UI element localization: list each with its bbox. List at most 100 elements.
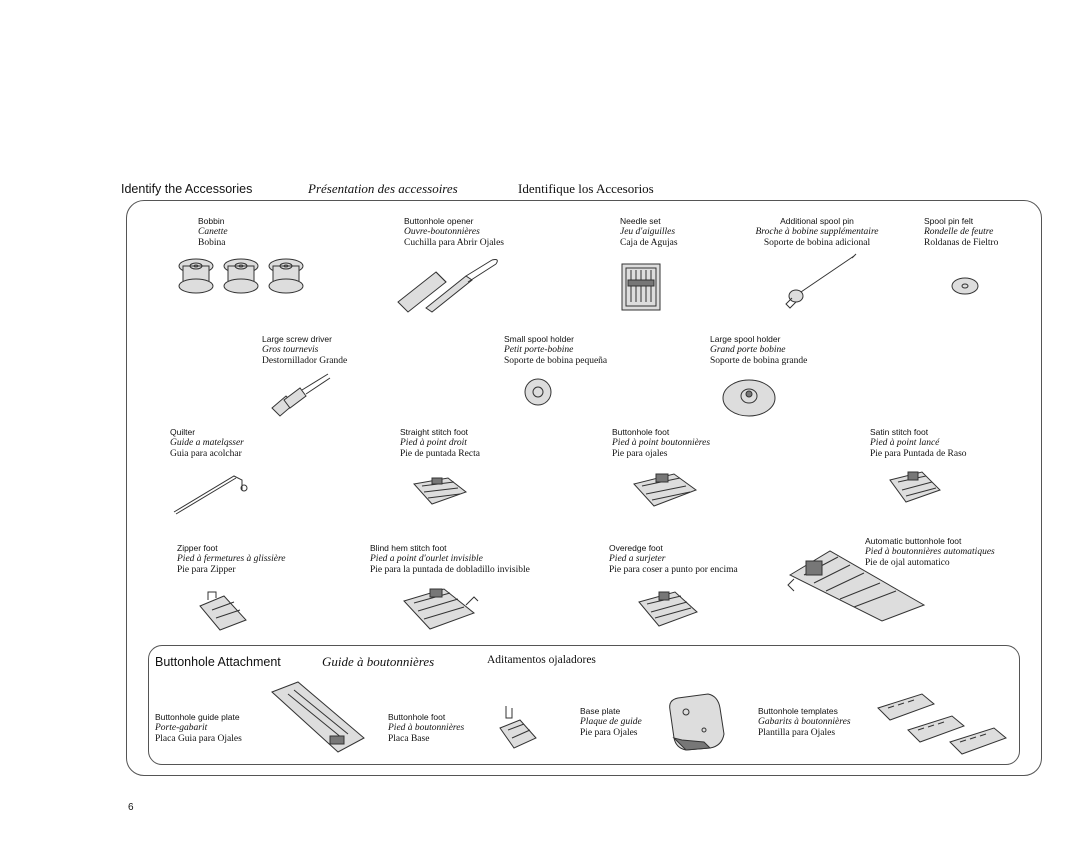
large-spool-holder-label-es: Soporte de bobina grande bbox=[710, 356, 808, 366]
base-plate-illustration bbox=[669, 693, 725, 751]
zipper-foot-illustration bbox=[199, 591, 247, 631]
templates-label-es: Plantilla para Ojales bbox=[758, 728, 836, 738]
bobbin-label-es: Bobina bbox=[198, 238, 226, 248]
buttonhole-attachment-title: Buttonhole Attachment bbox=[155, 655, 281, 669]
straight-stitch-foot-label-en: Straight stitch foot bbox=[400, 427, 469, 437]
buttonhole-attachment-box bbox=[148, 645, 1020, 765]
additional-spool-pin-illustration bbox=[785, 253, 857, 309]
spool-pin-felt-label-en: Spool pin felt bbox=[924, 216, 974, 226]
additional-spool-pin-label-en: Additional spool pin bbox=[780, 216, 854, 226]
spool-pin-felt-label-fr: Rondelle de feutre bbox=[924, 227, 994, 237]
automatic-buttonhole-foot-label-en: Automatic buttonhole foot bbox=[865, 536, 962, 546]
item-spool-pin-felt: Spool pin felt Rondelle de feutre Roldan… bbox=[924, 216, 998, 249]
item-small-spool-holder: Small spool holder Petit porte-bobine So… bbox=[504, 334, 607, 367]
guide-plate-label-es: Placa Guia para Ojales bbox=[155, 734, 242, 744]
overedge-foot-label-en: Overedge foot bbox=[609, 543, 663, 553]
buttonhole-foot-label-en: Buttonhole foot bbox=[612, 427, 670, 437]
item-zipper-foot: Zipper foot Pied à fermetures à glissièr… bbox=[177, 543, 286, 576]
small-spool-holder-label-en: Small spool holder bbox=[504, 334, 574, 344]
item-bobbin: Bobbin Canette Bobina bbox=[198, 216, 228, 249]
satin-stitch-foot-label-fr: Pied à point lancé bbox=[870, 438, 940, 448]
bobbins-illustration bbox=[178, 258, 304, 294]
buttonhole-attachment-title-es: Aditamentos ojaladores bbox=[487, 654, 596, 666]
buttonhole-guide-plate-illustration bbox=[271, 681, 365, 753]
item-buttonhole-guide-plate: Buttonhole guide plate Porte-gabarit Pla… bbox=[155, 712, 242, 745]
small-spool-holder-label-es: Soporte de bobina pequeña bbox=[504, 356, 608, 366]
large-screw-driver-label-es: Destornillador Grande bbox=[262, 356, 348, 366]
buttonhole-templates-illustration bbox=[877, 693, 1007, 755]
large-screw-driver-illustration bbox=[271, 373, 331, 417]
buttonhole-foot-label-es: Pie para ojales bbox=[612, 449, 668, 459]
satin-stitch-foot-illustration bbox=[889, 471, 941, 503]
small-spool-holder-label-fr: Petit porte-bobine bbox=[504, 345, 574, 355]
buttonhole-attachment-title-fr: Guide à boutonnières bbox=[322, 654, 435, 669]
item-overedge-foot: Overedge foot Pied a surjeter Pie para c… bbox=[609, 543, 738, 576]
header-english: Identify the Accessories bbox=[121, 182, 253, 196]
base-plate-label-fr: Plaque de guide bbox=[580, 717, 642, 727]
item-buttonhole-opener: Buttonhole opener Ouvre-boutonnières Cuc… bbox=[404, 216, 504, 249]
automatic-buttonhole-foot-label-es: Pie de ojal automatico bbox=[865, 558, 950, 568]
spool-pin-felt-label-es: Roldanas de Fieltro bbox=[924, 238, 999, 248]
item-buttonhole-templates: Buttonhole templates Gabarits à boutonni… bbox=[758, 706, 851, 739]
item-large-screw-driver: Large screw driver Gros tournevis Destor… bbox=[262, 334, 347, 367]
additional-spool-pin-label-fr: Broche à bobine supplémentaire bbox=[755, 227, 879, 237]
buttonhole-opener-label-fr: Ouvre-boutonnières bbox=[404, 227, 480, 237]
guide-plate-label-fr: Porte-gabarit bbox=[155, 723, 208, 733]
item-large-spool-holder: Large spool holder Grand porte bobine So… bbox=[710, 334, 807, 367]
attachment-buttonhole-foot-illustration bbox=[499, 706, 537, 749]
spool-pin-felt-illustration bbox=[951, 277, 979, 295]
bobbin-label-fr: Canette bbox=[198, 227, 228, 237]
blind-hem-stitch-foot-label-es: Pie para la puntada de dobladillo invisi… bbox=[370, 565, 530, 575]
buttonhole-opener-label-es: Cuchilla para Abrir Ojales bbox=[404, 238, 504, 248]
base-plate-label-en: Base plate bbox=[580, 706, 621, 716]
large-spool-holder-label-en: Large spool holder bbox=[710, 334, 781, 344]
blind-hem-stitch-foot-label-fr: Pied a point d'ourlet invisible bbox=[370, 554, 483, 564]
zipper-foot-label-en: Zipper foot bbox=[177, 543, 218, 553]
satin-stitch-foot-label-es: Pie para Puntada de Raso bbox=[870, 449, 967, 459]
buttonhole-opener-label-en: Buttonhole opener bbox=[404, 216, 474, 226]
quilter-illustration bbox=[173, 475, 248, 515]
item-blind-hem-stitch-foot: Blind hem stitch foot Pied a point d'our… bbox=[370, 543, 530, 576]
attachment-foot-label-en: Buttonhole foot bbox=[388, 712, 446, 722]
bobbin-label-en: Bobbin bbox=[198, 216, 225, 226]
guide-plate-label-en: Buttonhole guide plate bbox=[155, 712, 240, 722]
straight-stitch-foot-label-es: Pie de puntada Recta bbox=[400, 449, 480, 459]
item-needle-set: Needle set Jeu d'aiguilles Caja de Aguja… bbox=[620, 216, 678, 249]
buttonhole-opener-illustration bbox=[397, 259, 498, 313]
overedge-foot-label-es: Pie para coser a punto por encima bbox=[609, 565, 738, 575]
large-screw-driver-label-fr: Gros tournevis bbox=[262, 345, 319, 355]
large-screw-driver-label-en: Large screw driver bbox=[262, 334, 332, 344]
zipper-foot-label-es: Pie para Zipper bbox=[177, 565, 236, 575]
needle-set-illustration bbox=[621, 263, 661, 311]
item-automatic-buttonhole-foot: Automatic buttonhole foot Pied à boutonn… bbox=[865, 536, 995, 569]
item-satin-stitch-foot: Satin stitch foot Pied à point lancé Pie… bbox=[870, 427, 967, 460]
quilter-label-en: Quilter bbox=[170, 427, 196, 437]
zipper-foot-label-fr: Pied à fermetures à glissière bbox=[177, 554, 286, 564]
templates-label-en: Buttonhole templates bbox=[758, 706, 838, 716]
base-plate-label-es: Pie para Ojales bbox=[580, 728, 638, 738]
header-french: Présentation des accessoires bbox=[308, 181, 458, 196]
additional-spool-pin-label-es: Soporte de bobina adicional bbox=[763, 238, 871, 248]
templates-label-fr: Gabarits à boutonnières bbox=[758, 717, 851, 727]
overedge-foot-label-fr: Pied a surjeter bbox=[609, 554, 666, 564]
straight-stitch-foot-label-fr: Pied à point droit bbox=[400, 438, 467, 448]
buttonhole-foot-illustration bbox=[633, 473, 698, 507]
straight-stitch-foot-illustration bbox=[413, 477, 468, 505]
needle-set-label-fr: Jeu d'aiguilles bbox=[620, 227, 676, 237]
item-base-plate: Base plate Plaque de guide Pie para Ojal… bbox=[580, 706, 642, 739]
item-buttonhole-foot: Buttonhole foot Pied à point boutonnière… bbox=[612, 427, 710, 460]
attachment-foot-label-es: Placa Base bbox=[388, 734, 430, 744]
large-spool-holder-illustration bbox=[722, 379, 776, 417]
blind-hem-stitch-foot-label-en: Blind hem stitch foot bbox=[370, 543, 447, 553]
large-spool-holder-label-fr: Grand porte bobine bbox=[710, 345, 786, 355]
automatic-buttonhole-foot-illustration bbox=[787, 550, 926, 622]
quilter-label-fr: Guide a matelqsser bbox=[170, 438, 244, 448]
item-quilter: Quilter Guide a matelqsser Guia para aco… bbox=[170, 427, 244, 460]
item-additional-spool-pin: Additional spool pin Broche à bobine sup… bbox=[722, 216, 912, 249]
needle-set-label-en: Needle set bbox=[620, 216, 661, 226]
page-number: 6 bbox=[128, 802, 134, 813]
buttonhole-foot-label-fr: Pied à point boutonnières bbox=[612, 438, 711, 448]
header-spanish: Identifique los Accesorios bbox=[518, 181, 654, 196]
attachment-foot-label-fr: Pied à boutonnières bbox=[388, 723, 465, 733]
needle-set-label-es: Caja de Agujas bbox=[620, 238, 678, 248]
